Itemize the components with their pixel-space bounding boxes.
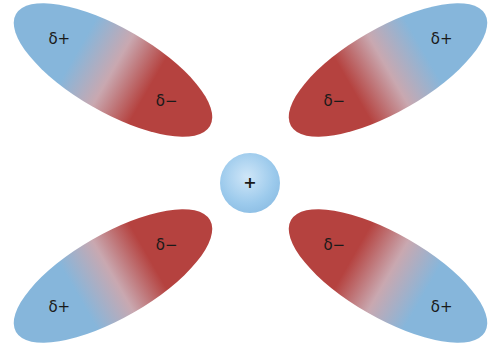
partial-charge: δ+ [48, 32, 70, 47]
dipole-ellipse: δ+ δ− [3, 206, 223, 346]
partial-charge: δ+ [431, 300, 453, 315]
dipole-shape [3, 206, 223, 346]
partial-charge: δ− [156, 94, 178, 109]
dipole-ellipse: δ+ δ− [278, 0, 498, 140]
dipole-body [278, 206, 498, 346]
partial-charge: δ+ [431, 32, 453, 47]
ion-charge: + [243, 175, 256, 191]
partial-charge: δ− [323, 238, 345, 253]
partial-charge: δ+ [48, 300, 70, 315]
dipole-shape [3, 0, 223, 140]
dipole-shape [278, 0, 498, 140]
dipole-shape [278, 206, 498, 346]
dipole-ellipse: δ+ δ− [3, 0, 223, 140]
partial-charge: δ− [156, 238, 178, 253]
dipole-body [3, 206, 223, 346]
partial-charge: δ− [323, 94, 345, 109]
dipole-ellipse: δ+ δ− [278, 206, 498, 346]
dipole-body [3, 0, 223, 140]
dipole-body [278, 0, 498, 140]
cation-circle: + [220, 153, 280, 213]
